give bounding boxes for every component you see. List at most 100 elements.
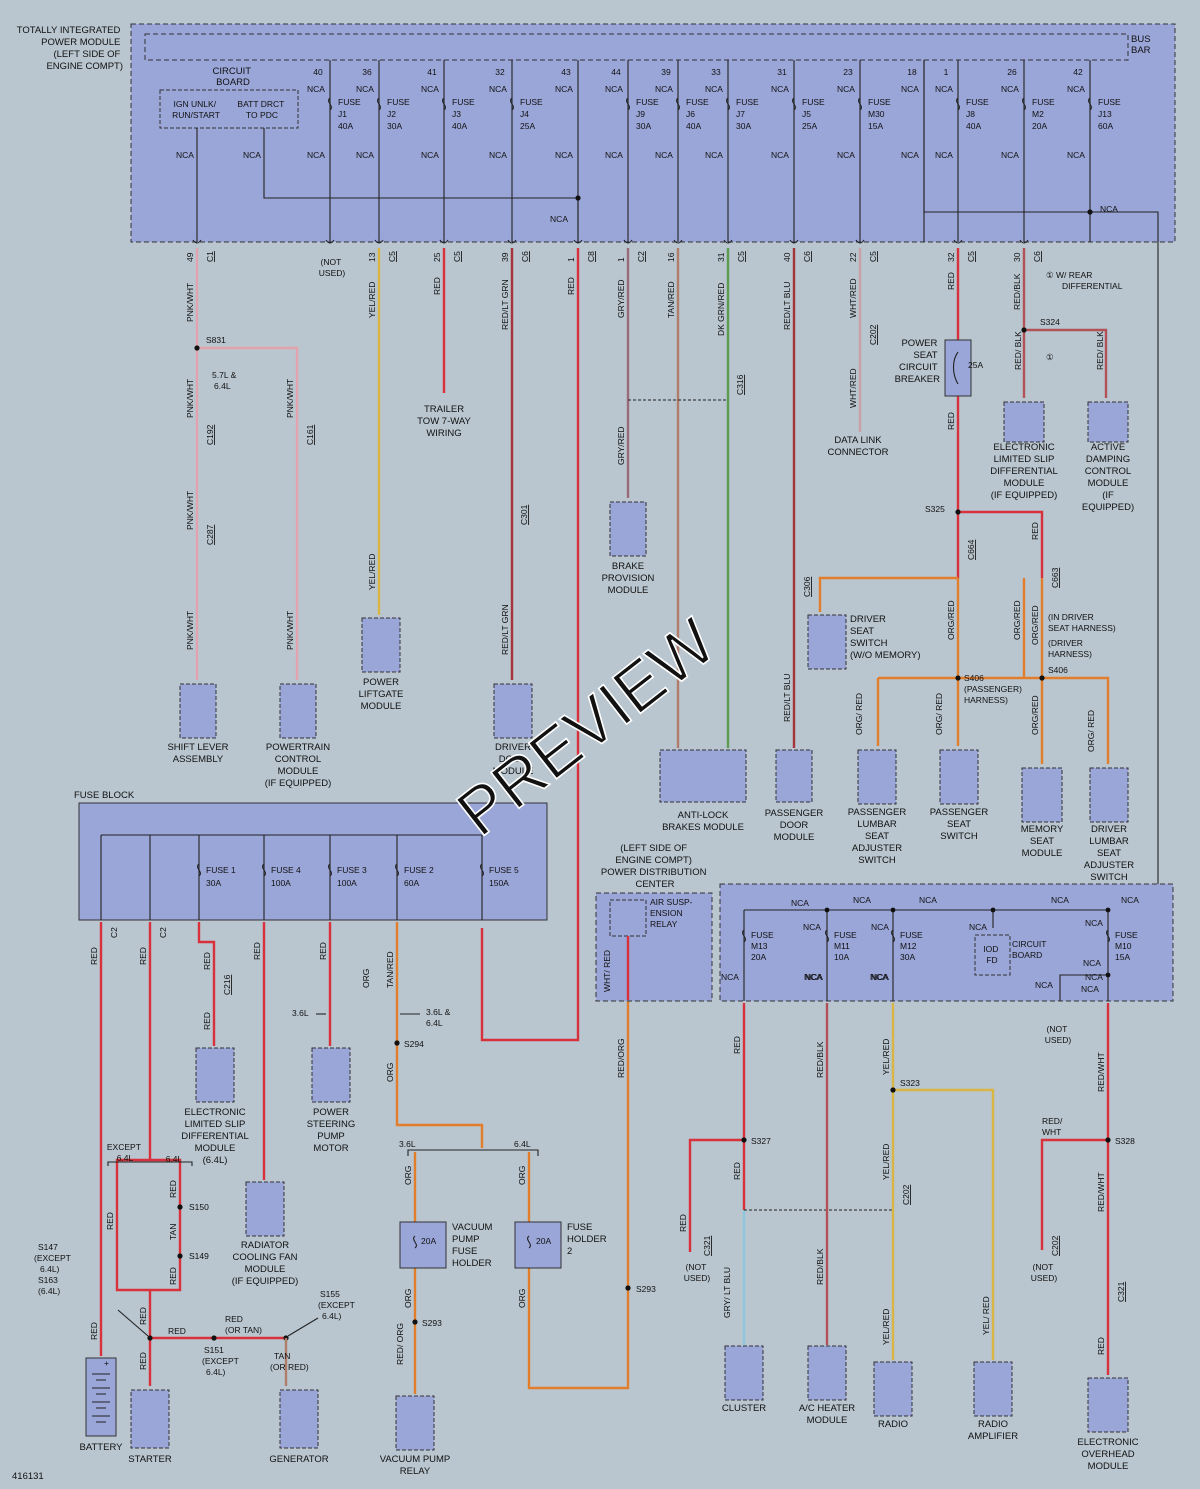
- pointer: [287, 1317, 319, 1337]
- nca-label: NCA: [421, 150, 439, 160]
- splice-s293-right-label: S293: [636, 1284, 656, 1294]
- wire-label: GRY/ LT BLU: [722, 1267, 732, 1318]
- connector-pin: [789, 239, 799, 244]
- pdc-junction: [990, 907, 996, 913]
- splice-s327-label: S327: [751, 1136, 771, 1146]
- tipm-title: TOTALLY INTEGRATED POWER MODULE (LEFT SI…: [17, 25, 123, 72]
- nca-label: NCA: [935, 84, 953, 94]
- battery-label: BATTERY: [80, 1442, 124, 1453]
- connector-c202: C202: [868, 324, 878, 345]
- wire-label: PNK/WHT: [285, 379, 295, 418]
- splice-s831-label: S831: [206, 335, 226, 345]
- connector-pin: [374, 239, 384, 244]
- wire-label: RED: [89, 947, 99, 965]
- note-3-6-6-4: 3.6L & 6.4L: [426, 1007, 453, 1028]
- tipm-pin-number: 23: [843, 67, 853, 77]
- wire-label: RED: [732, 1162, 742, 1180]
- starter: [130, 1389, 170, 1449]
- nca-label: NCA: [705, 84, 723, 94]
- wire-label: RED: [678, 1214, 688, 1232]
- nca-label: NCA: [871, 972, 889, 982]
- splice-s293-left-label: S293: [422, 1318, 442, 1328]
- splice-s323-label: S323: [900, 1078, 920, 1088]
- wire-red-elsd-bottom: [197, 922, 216, 1046]
- batt-drct-label: BATT DRCT TO PDC: [237, 99, 286, 120]
- fuse-symbol: [891, 929, 895, 943]
- note-6-4l: 6.4L: [514, 1139, 531, 1149]
- fuse-symbol: [676, 97, 680, 111]
- power-seat-breaker-label: POWER SEAT CIRCUIT BREAKER: [895, 338, 941, 385]
- pdc-title: (LEFT SIDE OF ENGINE COMPT) POWER DISTRI…: [601, 843, 709, 890]
- pdc-junction: [1105, 907, 1111, 913]
- not-used-note: (NOT USED): [1031, 1262, 1058, 1283]
- radio: [873, 1361, 913, 1417]
- pin-number: 22: [848, 252, 858, 262]
- nca-label: NCA: [605, 84, 623, 94]
- tipm-pin-number: 36: [362, 67, 372, 77]
- splice-s406-pass: [955, 675, 961, 681]
- nca-label: NCA: [901, 84, 919, 94]
- wire-label: WHT/RED: [848, 368, 858, 408]
- fuse-symbol: [626, 97, 630, 111]
- connector-c321: C321: [1116, 1281, 1126, 1302]
- wire-label: YEL/RED: [881, 1309, 891, 1345]
- splice-s151: [211, 1335, 217, 1341]
- connector-pin: [1019, 239, 1029, 244]
- nca-label: NCA: [935, 150, 953, 160]
- pin-connector: C6: [802, 251, 812, 262]
- air-suspension-relay-label: AIR SUSP- ENSION RELAY: [650, 897, 695, 929]
- fuse-symbol: [413, 1235, 417, 1249]
- nca-label: NCA: [804, 972, 822, 982]
- wire-label: ORG: [403, 1289, 413, 1308]
- wire-label: RED/LT GRN: [500, 279, 510, 330]
- fuse-symbol: [395, 863, 399, 877]
- splice-s324-label: S324: [1040, 317, 1060, 327]
- wire-label: GRY/RED: [616, 279, 626, 318]
- fuse-block-bus: [100, 834, 482, 920]
- fuse-block: [78, 802, 548, 921]
- wire-label: RED: [168, 1180, 178, 1198]
- fuse-symbol: [792, 97, 796, 111]
- not-used-note: (NOT USED): [319, 257, 346, 278]
- nca-label: NCA: [853, 895, 871, 905]
- not-used-note: (NOT USED): [684, 1262, 711, 1283]
- fuse-holder-2: [514, 1221, 562, 1269]
- pdc-relay-area: [595, 892, 713, 1002]
- nca-label: NCA: [771, 84, 789, 94]
- pin-connector: C6: [1032, 251, 1042, 262]
- pin-number: 16: [666, 252, 676, 262]
- fuse-symbol: [956, 97, 960, 111]
- pin-connector: C6: [520, 251, 530, 262]
- splice-s149: [177, 1253, 183, 1259]
- vacuum-pump-fuse-holder: [399, 1221, 447, 1269]
- nca-label: NCA: [721, 972, 739, 982]
- wire-label: RED: [318, 942, 328, 960]
- wire-label: RED/WHT: [1096, 1052, 1106, 1092]
- tipm-pin-number: 42: [1073, 67, 1083, 77]
- connector-c202: C202: [1050, 1235, 1060, 1256]
- nca-label: NCA: [421, 84, 439, 94]
- wire-label: RED/ BLK: [1013, 331, 1023, 370]
- splice-s324: [1021, 327, 1027, 333]
- wire-label: DK GRN/RED: [716, 283, 726, 336]
- nca-label: NCA: [605, 150, 623, 160]
- pdc-junction: [890, 907, 896, 913]
- wire-label: RED/BLK: [1012, 273, 1022, 310]
- battery-positive: +: [104, 1358, 109, 1368]
